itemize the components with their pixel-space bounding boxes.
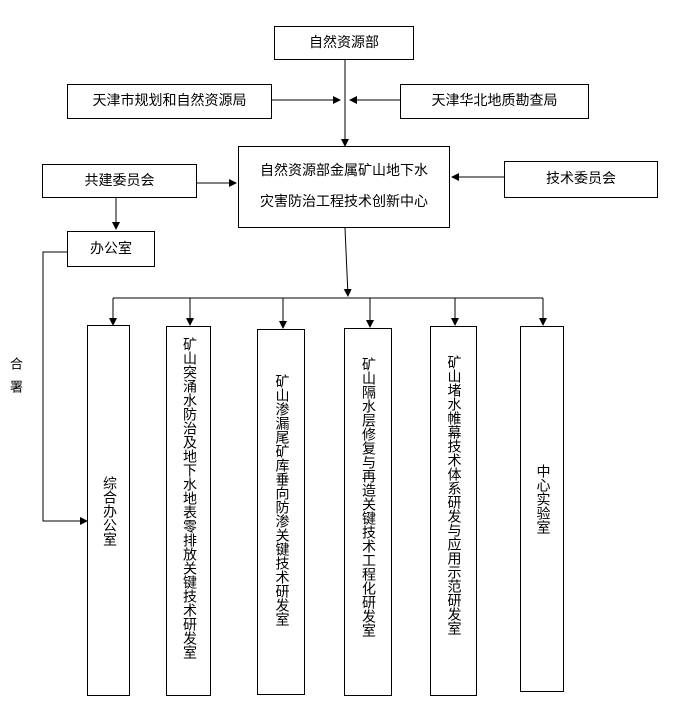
node-office-label: 办公室 xyxy=(90,240,132,257)
merge-label: 合署 xyxy=(7,357,22,403)
node-office: 办公室 xyxy=(67,231,155,267)
node-right-parent: 天津华北地质勘查局 xyxy=(400,84,589,119)
node-tech-committee-label: 技术委员会 xyxy=(546,171,616,188)
dept-general-office: 综合办公室 xyxy=(87,325,130,696)
node-top: 自然资源部 xyxy=(274,26,414,60)
dept-curtain-grouting: 矿山堵水帷幕技术体系研发与应用示范研发室 xyxy=(430,326,477,696)
node-left-parent-label: 天津市规划和自然资源局 xyxy=(92,93,247,110)
node-co-build-label: 共建委员会 xyxy=(84,172,155,189)
dept-central-lab: 中心实验室 xyxy=(520,326,564,692)
node-tech-committee: 技术委员会 xyxy=(504,161,658,198)
dept-label: 矿山渗漏尾矿库垂向防渗关键技术研发室 xyxy=(273,374,290,626)
node-right-parent-label: 天津华北地质勘查局 xyxy=(431,93,558,110)
node-top-label: 自然资源部 xyxy=(309,34,379,51)
arrow-center-down xyxy=(343,227,352,297)
office-merge-line xyxy=(42,251,86,522)
node-center: 自然资源部金属矿山地下水 灾害防治工程技术创新中心 xyxy=(238,146,450,228)
dept-label: 矿山隔水层修复与再造关键技术工程化研发室 xyxy=(360,357,376,637)
dept-water-inrush: 矿山突涌水防治及地下水地表零排放关键技术研发室 xyxy=(166,326,211,696)
node-center-line1: 自然资源部金属矿山地下水 xyxy=(260,163,428,180)
dept-label: 综合办公室 xyxy=(101,475,117,546)
dept-seepage-tailings: 矿山渗漏尾矿库垂向防渗关键技术研发室 xyxy=(257,329,305,695)
dept-label: 矿山突涌水防治及地下水地表零排放关键技术研发室 xyxy=(181,337,197,659)
node-center-line2: 灾害防治工程技术创新中心 xyxy=(260,194,428,210)
node-left-parent: 天津市规划和自然资源局 xyxy=(67,84,272,119)
dept-label: 矿山堵水帷幕技术体系研发与应用示范研发室 xyxy=(445,355,462,635)
node-co-build: 共建委员会 xyxy=(42,164,197,198)
dept-aquiclude-repair: 矿山隔水层修复与再造关键技术工程化研发室 xyxy=(344,328,392,696)
dept-label: 中心实验室 xyxy=(534,464,551,534)
